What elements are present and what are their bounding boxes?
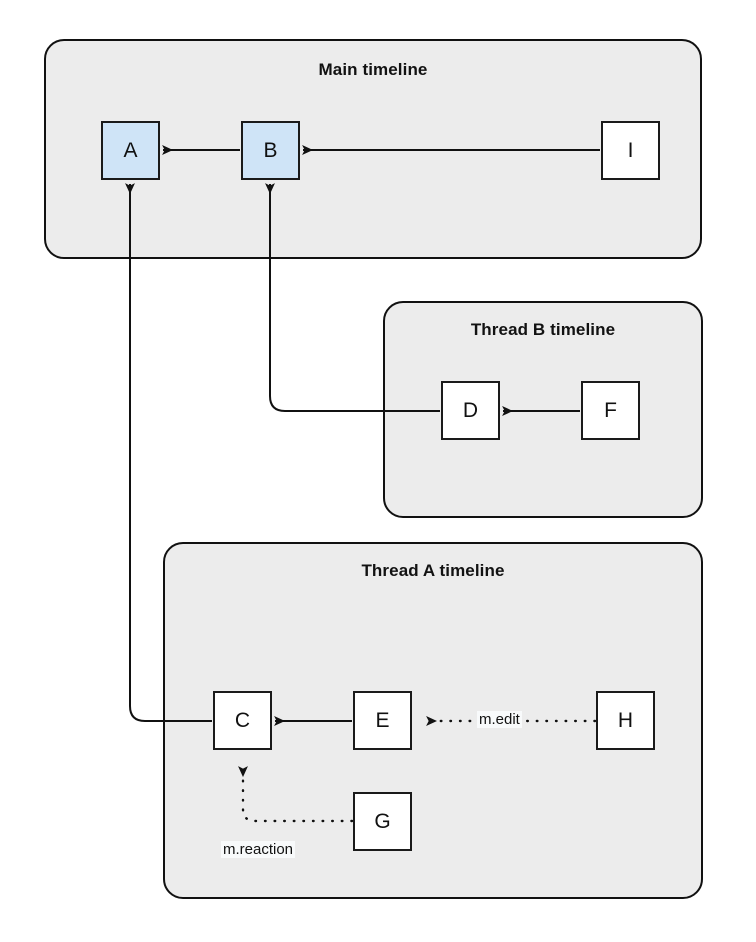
node-c[interactable]: C [213,691,272,750]
node-b[interactable]: B [241,121,300,180]
edge-label-m-reaction: m.reaction [221,841,296,858]
node-h[interactable]: H [596,691,655,750]
node-g[interactable]: G [353,792,412,851]
node-e[interactable]: E [353,691,412,750]
node-d[interactable]: D [441,381,500,440]
node-a[interactable]: A [101,121,160,180]
panel-title-thread-a: Thread A timeline [361,561,505,580]
node-f[interactable]: F [581,381,640,440]
edge-label-m-edit: m.edit [477,711,522,728]
panel-title-thread-b: Thread B timeline [470,320,616,339]
panel-title-main: Main timeline [318,60,428,79]
node-i[interactable]: I [601,121,660,180]
